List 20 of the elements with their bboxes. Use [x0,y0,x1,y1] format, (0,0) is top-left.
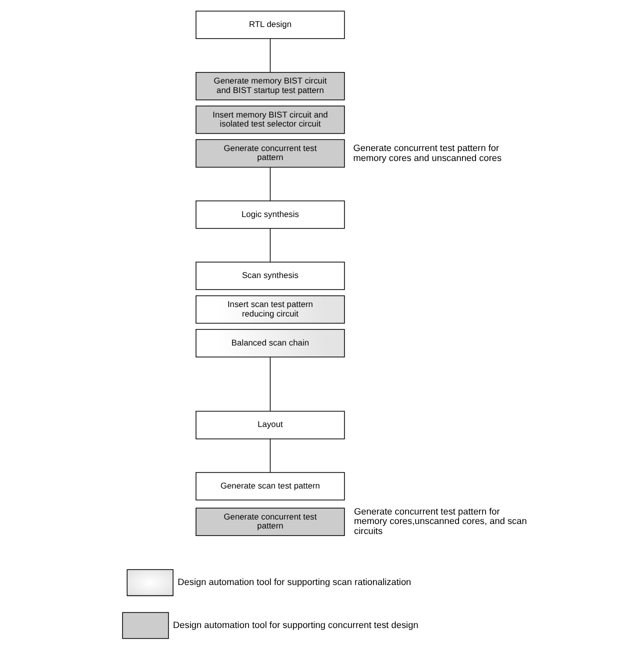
node-label: Generate concurrent test pattern for memory cores and unscanned cores [353,142,502,163]
legend-label: Design automation tool for supporting concurrent test design [173,620,418,630]
connector [270,167,271,202]
node-box: RTL design [196,10,345,40]
connector [270,356,271,412]
node-box: Generate memory BIST circuit and BIST startup test pattern [196,72,345,100]
node-box: Insert scan test pattern reducing circuit [196,295,345,324]
node-box: Balanced scan chain [196,329,345,358]
node-label: Generate concurrent test pattern for memory cores,unscanned cores, and scan circuits [354,506,527,536]
node-box: Scan synthesis [196,262,345,290]
node-box: Insert memory BIST circuit and isolated test selector circuit [196,106,345,134]
legend-label: Design automation tool for supporting scan rationalization [178,577,412,588]
connector [270,438,271,473]
node-box: Generate concurrent test pattern [196,139,345,168]
node-box: Generate scan test pattern [196,472,345,500]
connector [270,228,271,262]
node-box: Generate concurrent test pattern [196,508,345,536]
connector [270,38,271,72]
node-box: Logic synthesis [196,200,345,229]
node-box: Layout [196,410,345,440]
